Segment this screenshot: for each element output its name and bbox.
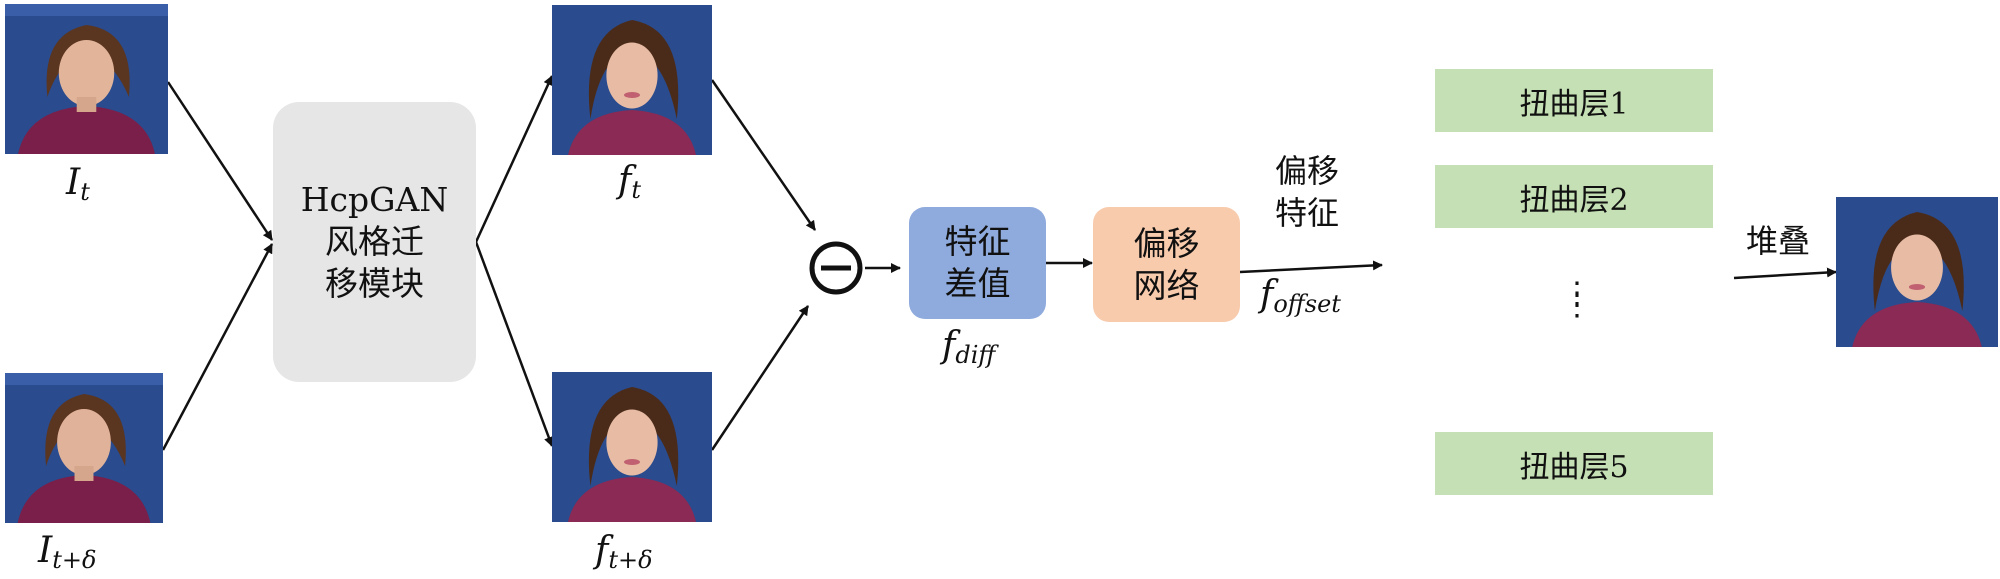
arrow-input-top-to-module <box>166 81 274 241</box>
stack-label: 堆叠 <box>1745 222 1810 260</box>
result-photo <box>1836 197 1998 347</box>
module-line3: 移模块 <box>325 264 424 303</box>
output-photo-bottom <box>552 372 712 522</box>
feature-diff-label: fdiff <box>942 325 996 369</box>
input-photo-top <box>5 4 168 154</box>
offset-net-line1: 偏移 <box>1133 223 1200 263</box>
feature-diff-box: 特征 差值 <box>909 207 1046 319</box>
arrow-output-top-to-minus <box>710 79 817 231</box>
arrow-input-bottom-to-module <box>161 243 274 451</box>
stylized-face-icon <box>552 5 712 155</box>
anchor-face-icon <box>5 4 168 154</box>
offset-feature-caption: 偏移 特征 <box>1262 150 1352 234</box>
input-label-bottom: It+δ <box>38 530 97 574</box>
arrow-offset-net-to-output <box>1239 260 1383 274</box>
feature-diff-line1: 特征 <box>944 222 1011 261</box>
module-line2: 风格迁 <box>325 222 424 261</box>
arrow-stack-to-result <box>1733 267 1837 280</box>
arrow-output-bottom-to-minus <box>710 305 810 451</box>
offset-network-box: 偏移 网络 <box>1093 207 1240 322</box>
module-line1: HcpGAN <box>300 180 449 219</box>
output-label-bottom: ft+δ <box>595 530 653 574</box>
offset-feature-line2: 特征 <box>1274 194 1339 232</box>
feature-diff-line2: 差值 <box>944 264 1011 303</box>
style-transfer-module: HcpGAN 风格迁 移模块 <box>273 102 476 382</box>
warp-layer-2: 扭曲层2 <box>1435 165 1713 228</box>
stylized-face-icon <box>552 372 712 522</box>
arrow-module-to-output-top <box>474 75 554 243</box>
offset-feature-label: foffset <box>1260 274 1341 318</box>
warp-layer-1: 扭曲层1 <box>1435 69 1713 132</box>
anchor-face-icon <box>5 373 163 523</box>
warp-layers-ellipsis: ⋮⋮ <box>1562 276 1592 323</box>
offset-feature-line1: 偏移 <box>1274 152 1339 190</box>
stylized-face-icon <box>1836 197 1998 347</box>
arrow-module-to-output-bottom <box>474 241 554 447</box>
offset-net-line2: 网络 <box>1133 265 1200 305</box>
input-label-top: It <box>66 162 90 206</box>
output-photo-top <box>552 5 712 155</box>
input-photo-bottom <box>5 373 163 523</box>
warp-layer-5: 扭曲层5 <box>1435 432 1713 495</box>
output-label-top: ft <box>618 160 641 204</box>
